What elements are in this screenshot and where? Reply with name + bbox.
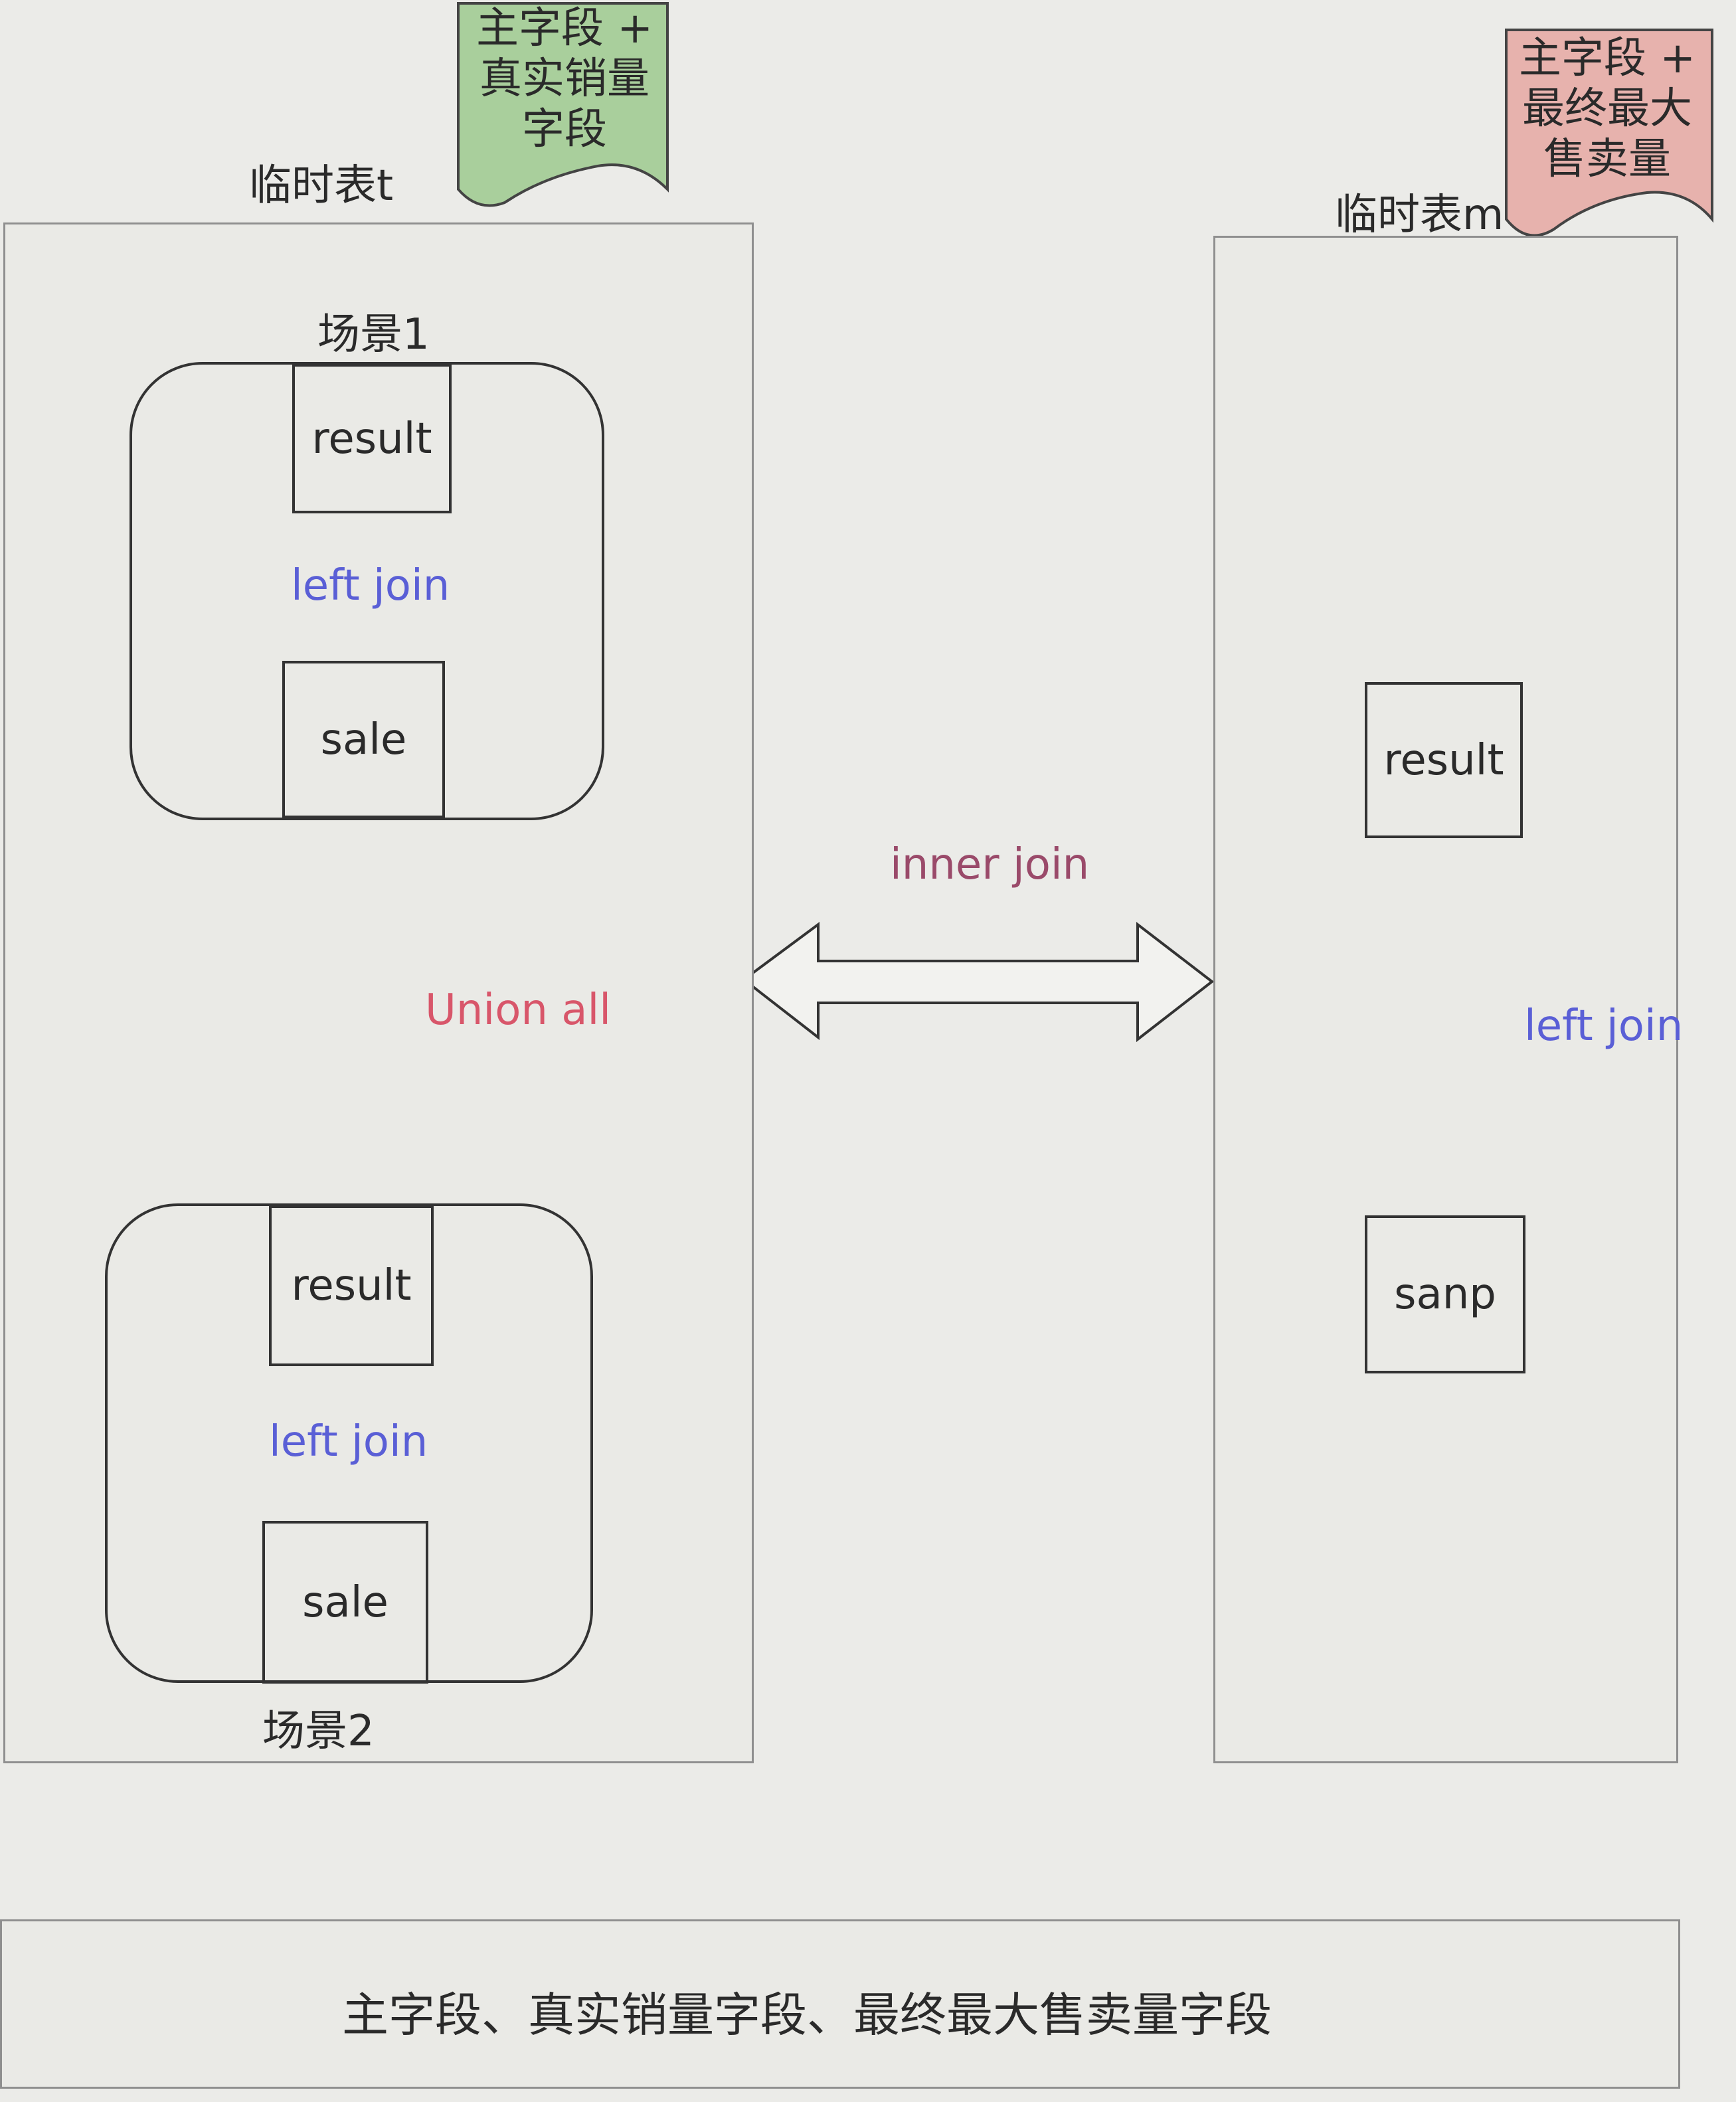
- note-green-line-1: 主字段 +: [476, 4, 653, 53]
- scenario-1-join-label: left join: [291, 561, 450, 610]
- scenario-1-sale-table: sale: [282, 661, 445, 818]
- note-pink-shape: [1505, 29, 1713, 237]
- note-pink-line-1: 主字段 +: [1519, 34, 1695, 83]
- inner-join-label: inner join: [890, 840, 1090, 889]
- scenario-1-label: 场景1: [317, 310, 430, 359]
- note-green-line-2: 真实销量: [479, 54, 650, 104]
- table-m-result-table: result: [1365, 682, 1523, 838]
- union-all-label: Union all: [425, 986, 612, 1035]
- footer-text: 主字段、真实销量字段、最终最大售卖量字段: [342, 1988, 1272, 2042]
- table-m-panel: [1213, 236, 1678, 1763]
- inner-join-arrow: [741, 921, 1215, 1043]
- note-pink-line-2: 最终最大: [1522, 84, 1692, 133]
- scenario-2-sale-table: sale: [262, 1521, 428, 1684]
- note-pink-line-3: 售卖量: [1543, 135, 1671, 184]
- table-m-sanp-table: sanp: [1365, 1215, 1525, 1373]
- scenario-1-box: [130, 362, 604, 820]
- scenario-2-label: 场景2: [262, 1707, 375, 1756]
- scenario-2-result-table: result: [269, 1205, 434, 1366]
- note-pink-text: 主字段 + 最终最大 售卖量: [1508, 33, 1707, 185]
- footer-panel: [0, 1919, 1680, 2089]
- table-m-join-label: left join: [1524, 1002, 1684, 1051]
- table-m-label: 临时表m: [1335, 191, 1504, 240]
- note-green-line-3: 字段: [522, 105, 607, 154]
- note-green-shape: [457, 2, 669, 207]
- table-t-label: 临时表t: [249, 161, 394, 211]
- note-green-text: 主字段 + 真实销量 字段: [465, 3, 664, 155]
- scenario-2-join-label: left join: [269, 1417, 428, 1466]
- table-t-panel: [3, 222, 754, 1763]
- scenario-1-result-table: result: [292, 364, 452, 513]
